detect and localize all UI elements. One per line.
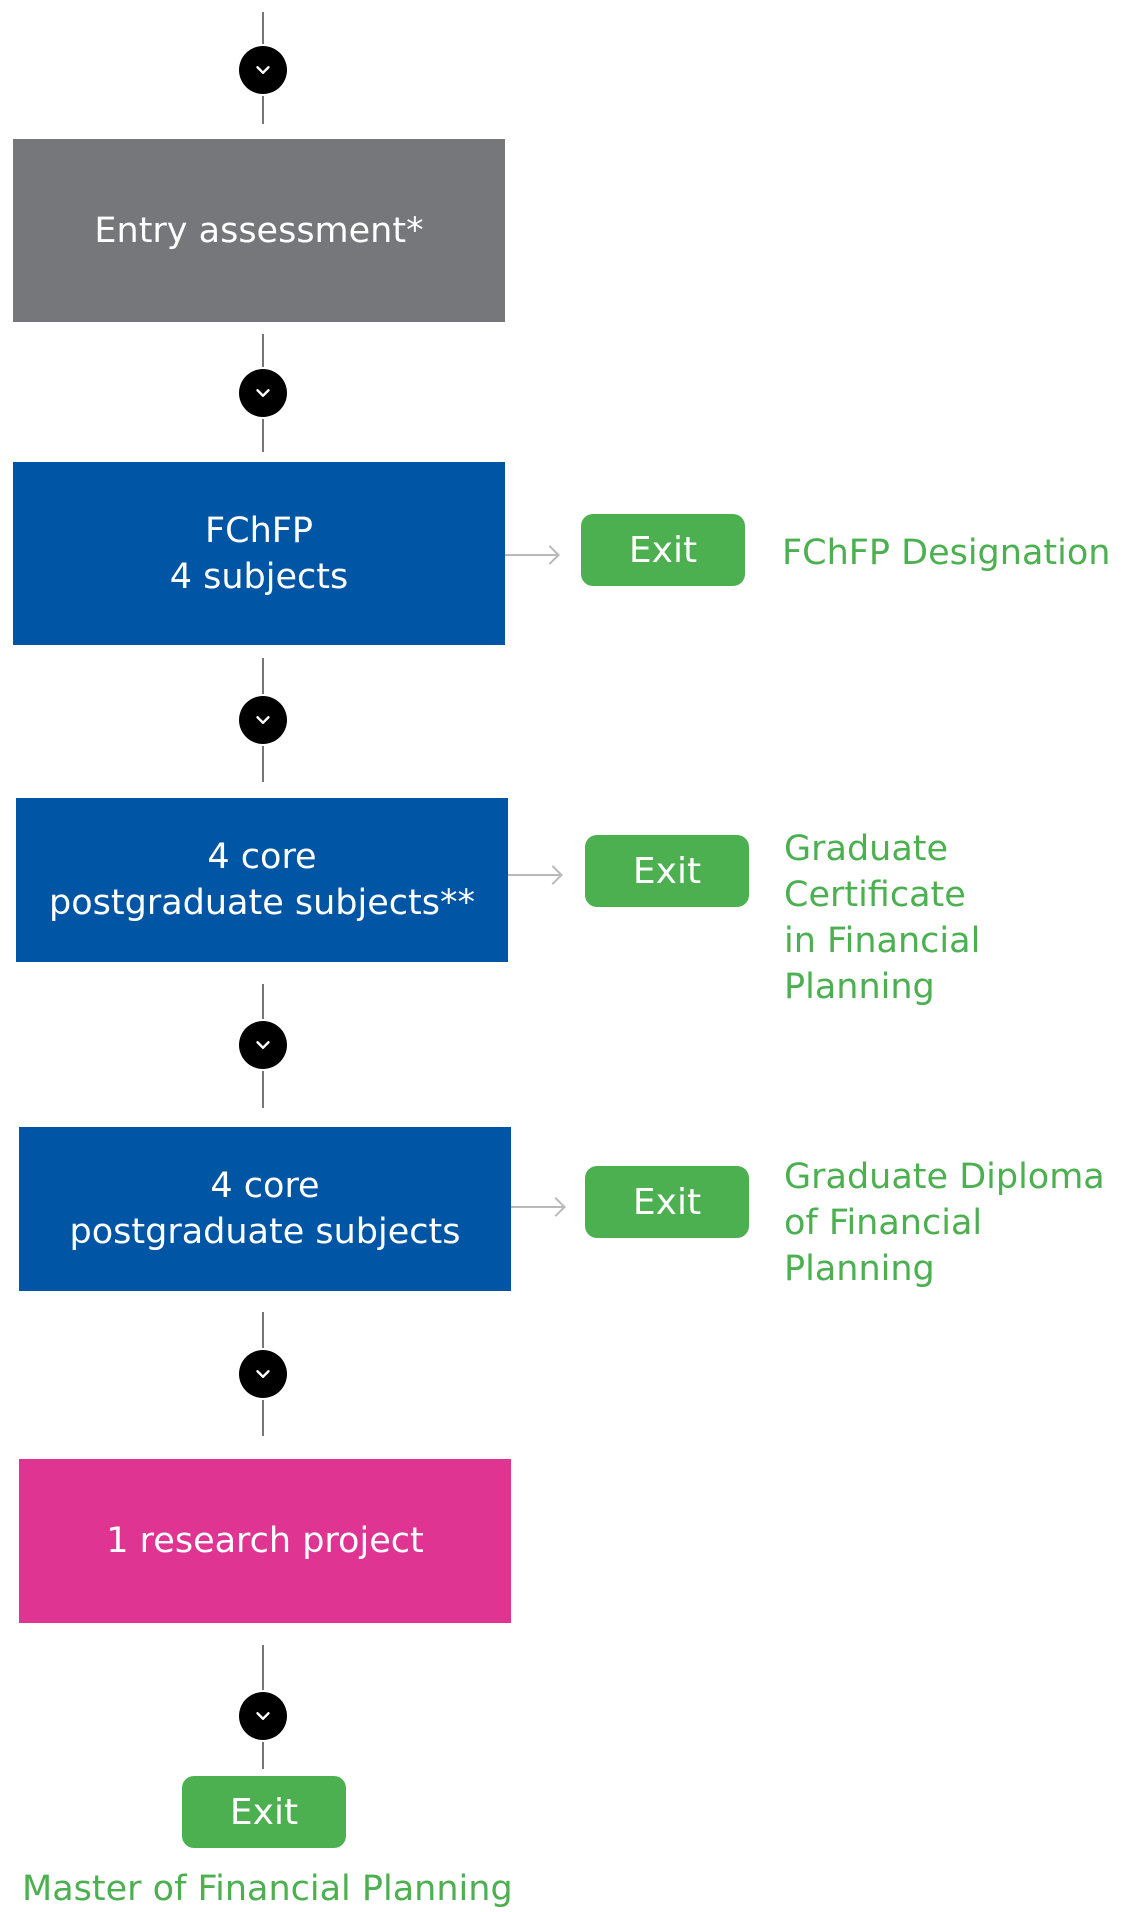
outcome-graduate-diploma: Graduate Diploma of Financial Planning	[784, 1157, 1105, 1289]
exit-button-master: Exit	[182, 1776, 346, 1848]
chevron-down-icon	[239, 46, 287, 94]
entry-assessment-box: Entry assessment*	[13, 139, 505, 322]
arrow-right-icon	[505, 554, 557, 556]
fchfp-box: FChFP 4 subjects	[13, 462, 505, 645]
chevron-down-icon	[239, 696, 287, 744]
chevron-down-icon	[239, 1692, 287, 1740]
arrow-right-icon	[508, 874, 560, 876]
arrow-right-icon-head	[543, 865, 563, 885]
arrow-right-icon-head	[540, 545, 560, 565]
exit-button-graduate-certificate: Exit	[585, 835, 749, 907]
chevron-down-icon	[239, 1350, 287, 1398]
arrow-right-icon-head	[546, 1197, 566, 1217]
research-project-box: 1 research project	[19, 1459, 511, 1623]
outcome-graduate-certificate: Graduate Certificate in Financial Planni…	[784, 829, 981, 1007]
outcome-master: Master of Financial Planning	[22, 1869, 513, 1909]
core-postgraduate-subjects-1-box: 4 core postgraduate subjects**	[16, 798, 508, 962]
chevron-down-icon	[239, 369, 287, 417]
chevron-down-icon	[239, 1021, 287, 1069]
outcome-fchfp-designation: FChFP Designation	[782, 533, 1111, 573]
exit-button-graduate-diploma: Exit	[585, 1166, 749, 1238]
core-postgraduate-subjects-2-box: 4 core postgraduate subjects	[19, 1127, 511, 1291]
exit-button-fchfp: Exit	[581, 514, 745, 586]
arrow-right-icon	[511, 1206, 563, 1208]
